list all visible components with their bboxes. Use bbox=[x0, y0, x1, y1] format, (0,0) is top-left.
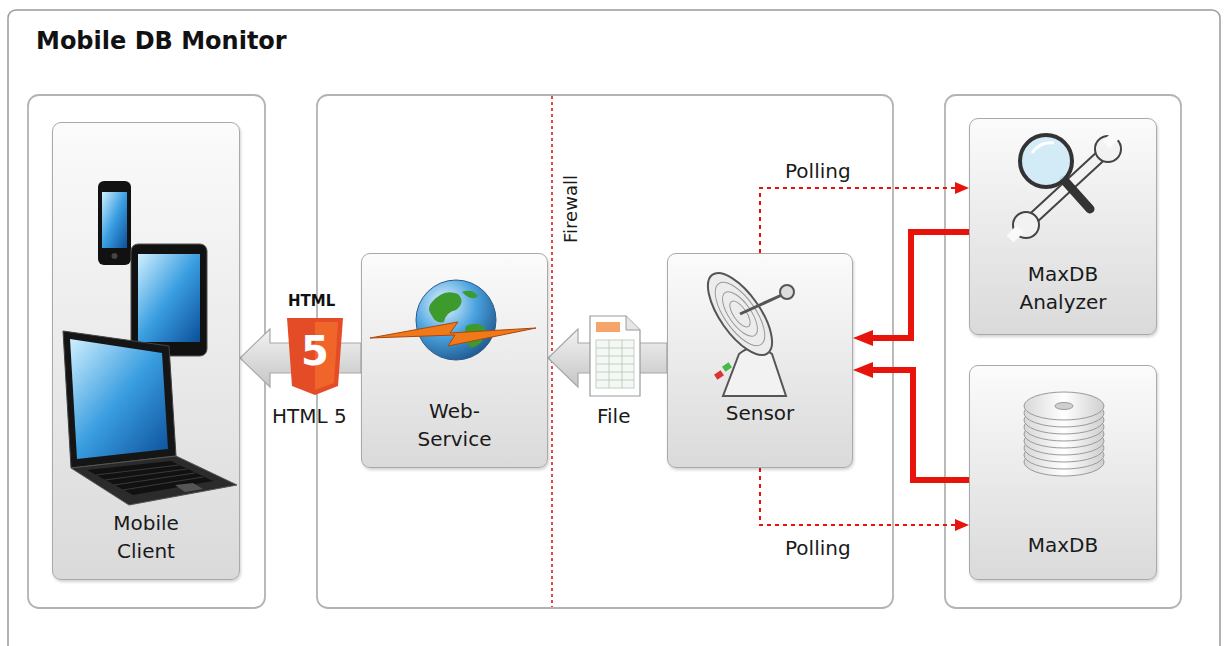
database-box: MaxDB bbox=[969, 365, 1157, 580]
outer-frame bbox=[8, 10, 1220, 646]
device-icons bbox=[63, 181, 237, 505]
logo-number: 5 bbox=[301, 331, 329, 371]
connector-label: Polling bbox=[785, 159, 851, 183]
diagram-title: Mobile DB Monitor bbox=[36, 27, 287, 55]
node-icon bbox=[668, 254, 854, 469]
client-panel bbox=[28, 95, 265, 608]
satellite-dish-icon bbox=[696, 263, 794, 396]
node-text-block: Sensor bbox=[705, 399, 815, 427]
disc-stack-icon bbox=[1024, 392, 1104, 476]
data-arrow bbox=[867, 370, 969, 480]
node-label: Web- Service bbox=[400, 397, 510, 453]
service-box: Web- Service bbox=[361, 253, 548, 468]
node-text-block: Web- Service bbox=[400, 397, 510, 453]
client-box: Mobile Client bbox=[52, 122, 240, 580]
node-label: Sensor bbox=[705, 399, 815, 427]
node-text-block: MaxDB Analyzer bbox=[1003, 260, 1123, 316]
node-text-block: MaxDB bbox=[1008, 531, 1118, 559]
magnifier-wrench-icon bbox=[1007, 132, 1121, 243]
polling-arrow bbox=[760, 188, 961, 253]
firewall-line bbox=[551, 96, 553, 607]
polling-arrow bbox=[760, 468, 961, 525]
sensor-box: Sensor bbox=[667, 253, 853, 468]
node-text-block: Mobile Client bbox=[91, 509, 201, 565]
html5-shield bbox=[287, 318, 343, 395]
globe-icon bbox=[370, 280, 536, 360]
database-panel bbox=[945, 95, 1181, 608]
node-label: MaxDB bbox=[1008, 531, 1118, 559]
node-label: Mobile Client bbox=[91, 509, 201, 565]
connector-label: HTML 5 bbox=[272, 404, 347, 428]
connector-label: File bbox=[597, 404, 630, 428]
data-arrow bbox=[867, 232, 969, 338]
node-label: MaxDB Analyzer bbox=[1003, 260, 1123, 316]
firewall-label: Firewall bbox=[562, 175, 580, 243]
connector-label: Polling bbox=[785, 536, 851, 560]
logo-text: HTML bbox=[288, 294, 335, 309]
analyzer-box: MaxDB Analyzer bbox=[969, 118, 1157, 335]
server-panel bbox=[317, 95, 893, 608]
file-icon bbox=[590, 316, 640, 396]
